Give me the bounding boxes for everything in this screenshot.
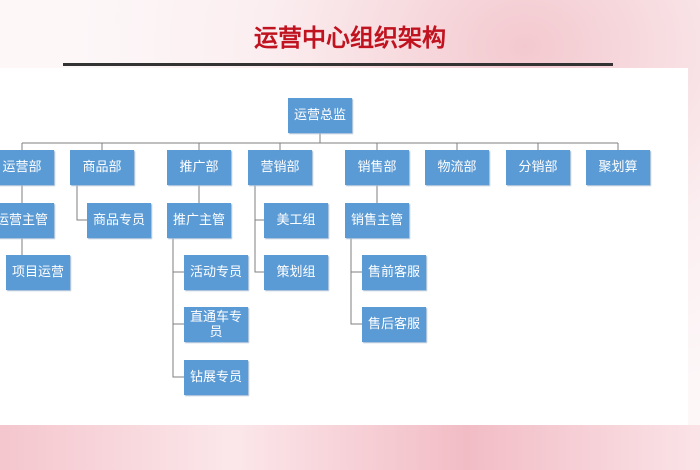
- node-dept: 营销部: [248, 150, 312, 185]
- node-dept: 商品部: [70, 150, 134, 185]
- background-bottom: [0, 425, 700, 470]
- node-head: 运营总监: [288, 98, 352, 133]
- node-role: 直通车专员: [184, 307, 248, 342]
- node-role: 美工组: [264, 203, 328, 238]
- node-role: 销售主管: [345, 203, 409, 238]
- connector-xiaoshou: [350, 185, 378, 325]
- page-title: 运营中心组织架构: [254, 24, 446, 52]
- title-divider: [63, 63, 613, 66]
- node-dept: 推广部: [167, 150, 231, 185]
- node-role: 售后客服: [362, 307, 426, 342]
- node-role: 运营主管: [0, 203, 54, 238]
- node-role: 售前客服: [362, 255, 426, 290]
- node-role: 推广主管: [167, 203, 231, 238]
- node-role: 商品专员: [87, 203, 151, 238]
- connector-yingxiao: [254, 185, 264, 273]
- connector-head: [22, 132, 618, 144]
- node-dept: 分销部: [506, 150, 570, 185]
- node-role: 活动专员: [184, 255, 248, 290]
- connector-departments: [21, 143, 619, 150]
- node-dept: 销售部: [345, 150, 409, 185]
- node-role: 钻展专员: [184, 360, 248, 395]
- node-role: 策划组: [264, 255, 328, 290]
- node-dept: 聚划算: [586, 150, 650, 185]
- node-dept: 运营部: [0, 150, 54, 185]
- node-role: 项目运营: [6, 255, 70, 290]
- connector-tuiguang: [172, 185, 200, 378]
- connector-shangpin: [76, 185, 87, 221]
- node-dept: 物流部: [425, 150, 489, 185]
